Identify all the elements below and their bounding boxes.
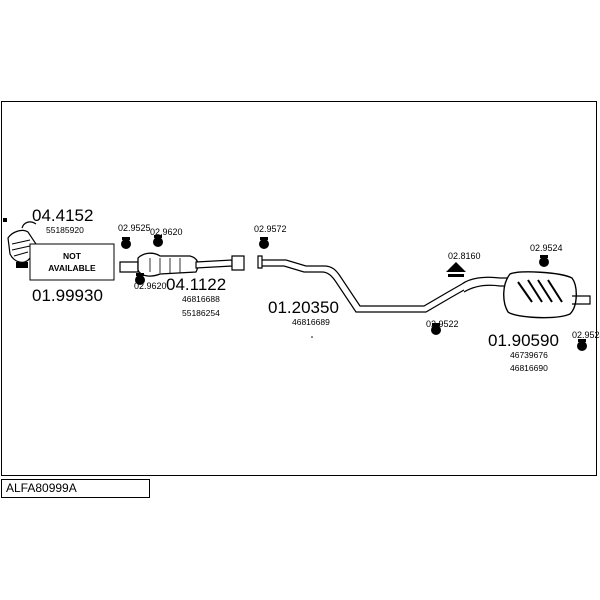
fitting-icon-6[interactable] [539,255,549,267]
part-number-04-4152: 04.4152 [32,206,93,225]
fitting-icon-3[interactable] [135,273,145,285]
fitting-label-6: 02.9524 [530,243,563,253]
part-number-01-90590: 01.90590 [488,331,559,350]
oem-number-46816689: 46816689 [292,317,330,327]
fitting-icon-4[interactable] [259,237,269,249]
catalytic-converter-drawing[interactable] [119,252,245,277]
fitting-icon-1[interactable] [121,237,131,249]
fitting-label-2: 02.9620 [150,227,183,237]
manifold-catalyst-drawing[interactable] [7,221,37,268]
middle-pipe-drawing[interactable] [257,255,465,313]
diagram-frame [1,101,597,476]
dot-mark [311,336,313,338]
fitting-icon-7[interactable] [431,323,441,335]
fitting-label-5: 02.8160 [448,251,481,261]
not-available-box [29,243,115,281]
fitting-icon-8[interactable] [577,339,587,351]
part-number-04-1122: 04.1122 [166,275,226,294]
oem-number-55185920: 55185920 [46,225,84,235]
part-number-01-99930: 01.99930 [32,286,103,305]
fitting-label-4: 02.9572 [254,224,287,234]
model-code: ALFA80999A [6,481,77,495]
fitting-label-8: 02.9524 [572,330,600,340]
oem-number-46816688: 46816688 [182,294,220,304]
edge-marker [3,218,7,222]
not-available-line-1: NOT [63,251,82,261]
oem-number-55186254: 55186254 [182,308,220,318]
oem-number-46739676: 46739676 [510,350,548,360]
rear-silencer-drawing[interactable] [461,271,591,319]
model-code-box: ALFA80999A [1,479,150,498]
oem-number-46816690: 46816690 [510,363,548,373]
part-number-01-20350: 01.20350 [268,298,339,317]
fitting-icon-2[interactable] [153,235,163,247]
fitting-icon-5[interactable] [446,262,466,277]
fitting-label-1: 02.9525 [118,223,151,233]
not-available-line-2: AVAILABLE [48,263,96,273]
fitting-label-7: 02.9522 [426,319,459,329]
fitting-label-3: 02.9620 [134,281,167,291]
